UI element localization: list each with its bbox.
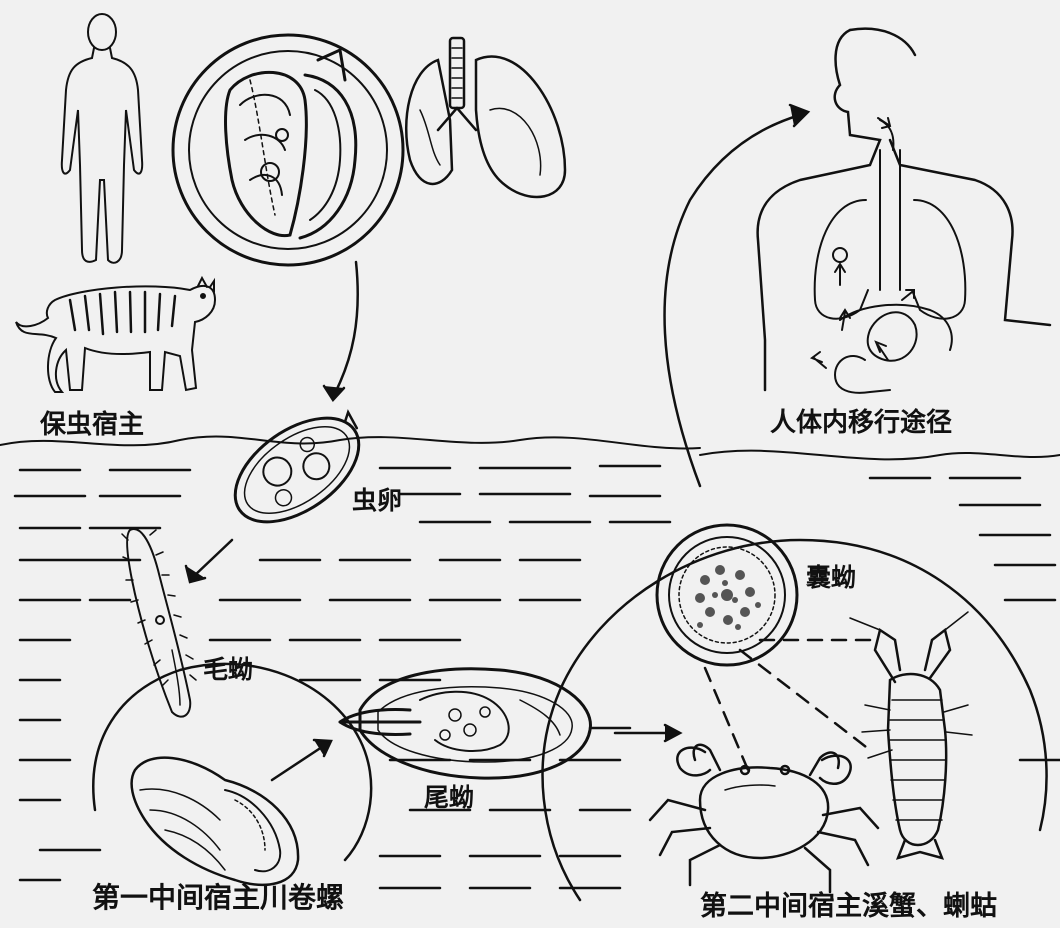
crayfish-illustration (850, 612, 972, 858)
human-silhouette (62, 14, 142, 263)
cercaria-label: 尾蚴 (424, 785, 474, 810)
lungs-illustration (406, 38, 565, 197)
snail-illustration (132, 758, 298, 885)
first-host-circle (93, 664, 371, 860)
tiger-illustration (16, 278, 215, 392)
arrow-snail-to-cercaria (272, 740, 331, 780)
second-intermediate-host-label: 第二中间宿主溪蟹、蝲蛄 (700, 893, 997, 920)
miracidium-illustration (122, 529, 196, 717)
arrow-cyst-to-egg (324, 262, 358, 400)
dashed-connectors (705, 640, 880, 770)
egg-illustration (217, 394, 382, 543)
human-torso-illustration (758, 29, 1050, 393)
definitive-host-label: 保虫宿主 (40, 412, 144, 438)
miracidium-label: 毛蚴 (203, 657, 253, 682)
cercaria-illustration (340, 669, 590, 778)
metacercaria-label: 囊蚴 (806, 565, 856, 590)
egg-label: 虫卵 (352, 488, 402, 513)
arrow-egg-to-miracidium (186, 540, 232, 582)
first-intermediate-host-label: 第一中间宿主川卷螺 (92, 884, 344, 912)
adult-worm-cyst (173, 35, 403, 265)
metacercaria-illustration (657, 525, 797, 665)
water-surface-line-right (700, 451, 1060, 460)
crab-illustration (650, 745, 878, 892)
migration-path-label: 人体内移行途径 (770, 410, 952, 436)
second-host-circle (543, 540, 1047, 900)
